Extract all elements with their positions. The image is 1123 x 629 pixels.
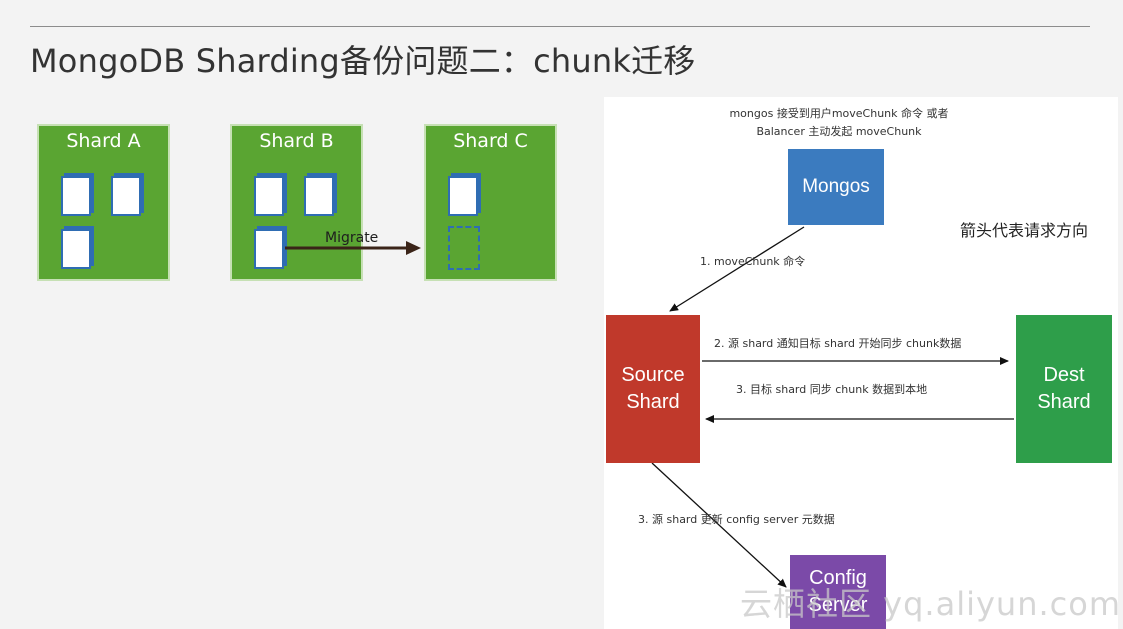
mongos-node: Mongos <box>788 149 884 225</box>
document-icon <box>448 176 478 216</box>
shard-c-label: Shard C <box>453 130 528 152</box>
shard-a-box: Shard A <box>37 124 170 281</box>
migrate-label: Migrate <box>325 230 379 246</box>
slide-title: MongoDB Sharding备份问题二：chunk迁移 <box>30 42 696 80</box>
dashed-document-icon <box>448 226 480 270</box>
shard-a-label: Shard A <box>66 130 141 152</box>
watermark-text: 云栖社区 yq.aliyun.com <box>740 585 1118 623</box>
source-shard-node: Source Shard <box>606 315 700 463</box>
flow-arrows <box>651 226 1014 588</box>
shard-b-label: Shard B <box>259 130 334 152</box>
document-icon <box>304 176 334 216</box>
flow-caption-line-2: Balancer 主动发起 moveChunk <box>756 125 922 138</box>
step-1-label: 1. moveChunk 命令 <box>700 255 806 268</box>
document-icon <box>61 176 91 216</box>
top-rule <box>30 26 1090 27</box>
document-icon <box>61 229 91 269</box>
shard-b-box: Shard B <box>230 124 363 281</box>
flow-caption-line-1: mongos 接受到用户moveChunk 命令 或者 <box>729 107 949 120</box>
step-3-config-label: 3. 源 shard 更新 config server 元数据 <box>638 513 835 526</box>
document-icon <box>254 176 284 216</box>
migration-flow-panel: mongos 接受到用户moveChunk 命令 或者 Balancer 主动发… <box>604 97 1118 629</box>
step-2-label: 2. 源 shard 通知目标 shard 开始同步 chunk数据 <box>714 337 962 350</box>
dest-shard-node: Dest Shard <box>1016 315 1112 463</box>
legend-note: 箭头代表请求方向 <box>960 221 1089 240</box>
config-server-node: Config Server <box>790 555 886 629</box>
shard-c-box: Shard C <box>424 124 557 281</box>
step-3-sync-label: 3. 目标 shard 同步 chunk 数据到本地 <box>736 383 928 396</box>
document-icon <box>254 229 284 269</box>
document-icon <box>111 176 141 216</box>
